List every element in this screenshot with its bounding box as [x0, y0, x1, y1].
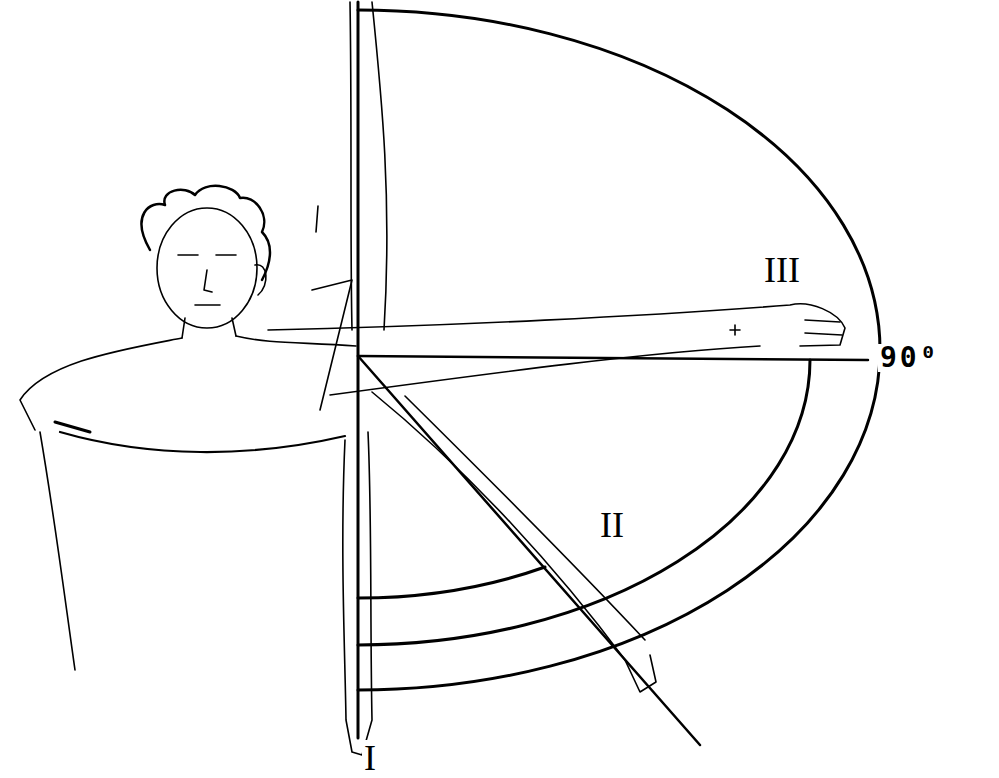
face [178, 255, 236, 305]
angle-label: 90⁰ [878, 344, 942, 372]
outer-arc [358, 10, 880, 690]
angle-label: I [362, 740, 378, 776]
chest [60, 432, 345, 452]
angle-label: III [762, 252, 802, 288]
arm-diagonal-under [405, 396, 645, 640]
hand-horizontal [730, 320, 842, 335]
arm-down [343, 432, 372, 755]
figure [20, 2, 845, 755]
hair [142, 186, 270, 280]
diagonal-axis [358, 356, 700, 745]
head [157, 208, 257, 328]
left-shoulder [20, 338, 182, 430]
angle-label: II [598, 507, 626, 543]
shoulder-sketch [312, 206, 352, 410]
neck [182, 318, 236, 338]
arm-diagonal [372, 392, 656, 692]
inner-arc [358, 567, 545, 598]
middle-arc [358, 360, 810, 645]
arm-horizontal [268, 304, 845, 346]
arm-raised [350, 2, 387, 330]
vertical-axis [357, 2, 360, 738]
left-stump [55, 422, 90, 432]
torso-left [40, 432, 75, 670]
arm-horizontal-under [330, 346, 760, 395]
ear [255, 265, 266, 295]
